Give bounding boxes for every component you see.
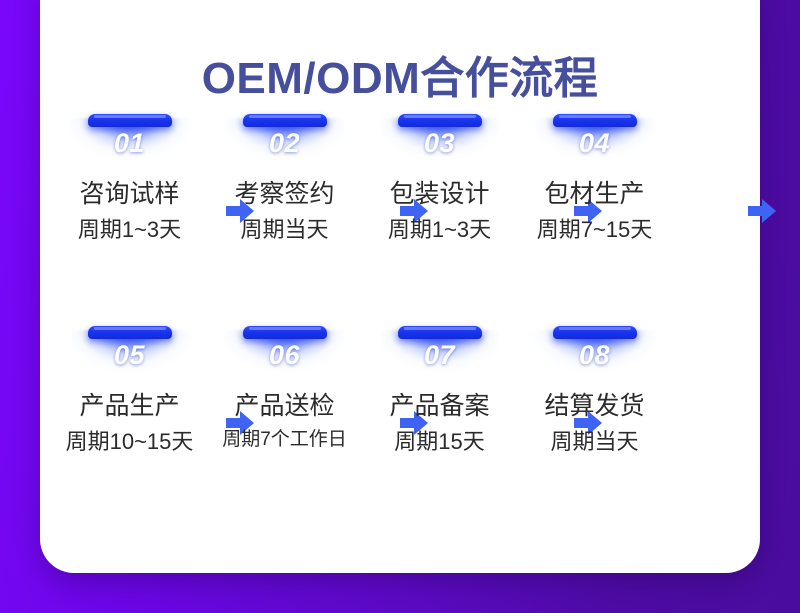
badge-glow: [380, 118, 499, 174]
badge-glow: [380, 330, 499, 386]
step-label: 产品备案: [389, 392, 490, 420]
flow-step-04[interactable]: 04 包材生产 周期7~15天: [517, 108, 672, 273]
step-label: 考察签约: [234, 180, 335, 208]
step-duration: 周期1~3天: [387, 216, 492, 242]
step-number: 07: [423, 340, 456, 370]
badge-glow: [70, 330, 189, 386]
step-duration: 周期7个工作日: [222, 428, 347, 450]
step-duration: 周期15天: [394, 428, 485, 454]
flow-step-03[interactable]: 03 包装设计 周期1~3天: [362, 108, 517, 273]
arrow-right-icon: [224, 196, 256, 226]
badge-bar: [552, 326, 637, 339]
step-number: 02: [268, 128, 301, 158]
arrow-right-icon: [572, 408, 604, 438]
badge-glow: [70, 118, 189, 174]
step-number: 01: [113, 128, 146, 158]
page-title: OEM/ODM合作流程: [201, 54, 599, 103]
flow-row-1: 01 咨询试样 周期1~3天 02 考察签约 周期当天: [52, 108, 776, 273]
badge-bar: [242, 114, 327, 127]
flow-step-02[interactable]: 02 考察签约 周期当天: [207, 108, 362, 273]
step-badge: 07: [378, 320, 502, 386]
step-badge: 06: [223, 320, 347, 386]
step-badge: 01: [68, 108, 192, 174]
step-number: 04: [578, 128, 611, 158]
step-duration: 周期7~15天: [536, 216, 653, 242]
badge-glow: [225, 330, 344, 386]
content-card: OEM/ODM合作流程 01 咨询试样 周期1~3天 02: [40, 0, 776, 573]
badge-bar: [87, 114, 172, 127]
step-label: 包装设计: [389, 180, 490, 208]
badge-bar: [552, 114, 637, 127]
step-label: 结算发货: [544, 392, 645, 420]
step-duration: 周期1~3天: [77, 216, 182, 242]
step-duration: 周期10~15天: [65, 428, 194, 454]
step-label: 产品送检: [234, 392, 335, 420]
badge-glow: [225, 118, 344, 174]
flow-step-01[interactable]: 01 咨询试样 周期1~3天: [52, 108, 207, 273]
flow-step-06[interactable]: 06 产品送检 周期7个工作日: [207, 320, 362, 485]
flow-step-08[interactable]: 08 结算发货 周期当天: [517, 320, 672, 485]
step-label: 包材生产: [544, 180, 645, 208]
step-label: 咨询试样: [79, 180, 180, 208]
badge-bar: [242, 326, 327, 339]
badge-bar: [87, 326, 172, 339]
flow-step-05[interactable]: 05 产品生产 周期10~15天: [52, 320, 207, 485]
flow-row-2: 05 产品生产 周期10~15天 06 产品送检 周期7个工作日: [52, 320, 752, 485]
step-badge: 02: [223, 108, 347, 174]
step-number: 06: [268, 340, 301, 370]
badge-bar: [397, 326, 482, 339]
badge-glow: [535, 330, 654, 386]
flow-step-07[interactable]: 07 产品备案 周期15天: [362, 320, 517, 485]
step-badge: 05: [68, 320, 192, 386]
step-label: 产品生产: [79, 392, 180, 420]
step-badge: 03: [378, 108, 502, 174]
badge-glow: [535, 118, 654, 174]
badge-bar: [397, 114, 482, 127]
step-badge: 04: [533, 108, 657, 174]
arrow-right-icon: [398, 408, 430, 438]
step-number: 03: [423, 128, 456, 158]
arrow-right-icon: [224, 408, 256, 438]
arrow-right-icon: [746, 196, 778, 226]
arrow-right-icon: [398, 196, 430, 226]
step-badge: 08: [533, 320, 657, 386]
step-duration: 周期当天: [550, 428, 639, 454]
arrow-right-icon: [572, 196, 604, 226]
step-duration: 周期当天: [240, 216, 329, 242]
step-number: 05: [113, 340, 146, 370]
step-number: 08: [578, 340, 611, 370]
